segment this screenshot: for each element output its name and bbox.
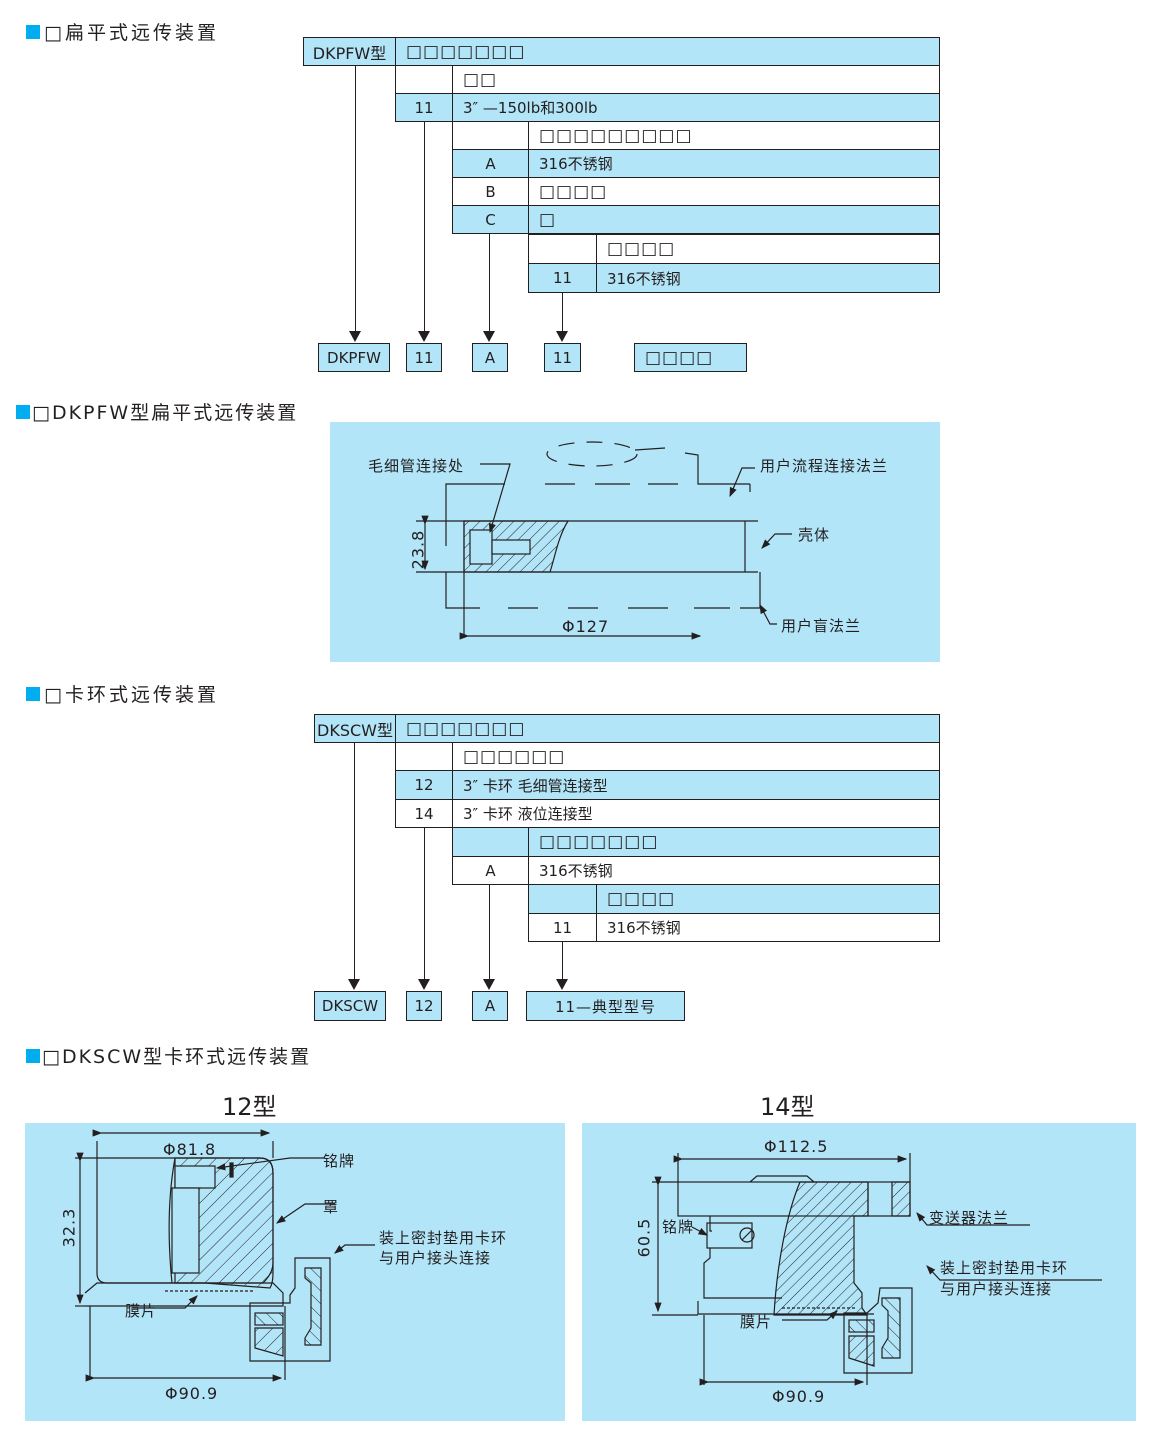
connector-line — [424, 828, 425, 980]
result-box: 11 — [544, 343, 581, 372]
arrow-down-icon — [556, 331, 568, 342]
label-height: 60.5 — [634, 1217, 654, 1258]
label-process-flange: 用户流程连接法兰 — [760, 457, 889, 475]
text-cell: 316不锈钢 — [528, 149, 940, 178]
connector-line — [355, 66, 356, 332]
dkpfw-drawing-panel: 毛细管连接处 用户流程连接法兰 壳体 用户盲法兰 23.8 Φ127 — [330, 422, 940, 662]
label-clamp-line2: 与用户接头连接 — [379, 1249, 492, 1267]
label-dia-top: Φ112.5 — [764, 1137, 829, 1156]
label-height: 23.8 — [408, 529, 428, 570]
result-box: 11 — [406, 343, 442, 372]
label-dia-top: Φ81.8 — [163, 1140, 217, 1159]
label-blind-flange: 用户盲法兰 — [781, 617, 862, 635]
text-cell: 316不锈钢 — [596, 913, 940, 942]
text-cell: □□□□□□□ — [528, 827, 940, 857]
label-diaphragm: 膜片 — [125, 1302, 158, 1320]
connector-line — [489, 234, 490, 332]
type14-title: 14型 — [760, 1093, 815, 1121]
code-cell: B — [452, 177, 529, 206]
label-clamp-line1: 装上密封垫用卡环 — [379, 1229, 508, 1247]
arrow-down-icon — [418, 979, 430, 990]
code-cell: 11 — [528, 913, 597, 942]
bullet-square-icon — [26, 686, 40, 701]
text-cell: 3″ —150lb和300lb — [452, 93, 940, 122]
code-cell — [452, 121, 529, 150]
text-cell: 316不锈钢 — [528, 856, 940, 885]
code-cell: A — [452, 856, 529, 885]
type12-drawing — [75, 1129, 375, 1382]
code-cell: 11 — [528, 263, 597, 293]
code-cell: 12 — [395, 770, 453, 800]
code-cell — [452, 827, 529, 857]
type12-title: 12型 — [222, 1093, 277, 1121]
text-cell: □□□□ — [596, 884, 940, 914]
text-cell: □ — [528, 205, 940, 234]
arrow-down-icon — [556, 979, 568, 990]
text-cell: □□□□□□□□□ — [528, 121, 940, 150]
code-cell — [395, 65, 453, 94]
result-box: A — [472, 991, 508, 1021]
arrow-down-icon — [348, 979, 360, 990]
model-cell: DKPFW型 — [303, 37, 396, 66]
header-cell: □□□□□□□ — [395, 37, 940, 66]
code-cell: C — [452, 205, 529, 234]
section4-heading: □DKSCW型卡环式远传装置 — [26, 1042, 311, 1069]
text-cell: □□ — [452, 65, 940, 94]
label-diameter: Φ127 — [562, 617, 610, 636]
code-cell — [395, 742, 453, 771]
section1-heading: □扁平式远传装置 — [26, 18, 219, 45]
bullet-square-icon — [26, 24, 40, 39]
connector-line — [562, 293, 563, 332]
connector-line — [354, 743, 355, 980]
label-height: 32.3 — [59, 1207, 79, 1248]
text-cell: 3″ 卡环 毛细管连接型 — [452, 770, 940, 800]
section3-heading: □卡环式远传装置 — [26, 680, 219, 707]
bullet-square-icon — [16, 404, 30, 419]
label-clamp-line2: 与用户接头连接 — [940, 1280, 1053, 1298]
arrow-down-icon — [418, 331, 430, 342]
label-clamp-line1: 装上密封垫用卡环 — [940, 1259, 1069, 1277]
connector-line — [489, 885, 490, 980]
label-dia-bottom: Φ90.9 — [772, 1387, 826, 1406]
label-nameplate: 铭牌 — [662, 1218, 695, 1236]
label-nameplate: 铭牌 — [323, 1152, 356, 1170]
label-capillary: 毛细管连接处 — [368, 457, 465, 475]
model-cell: DKSCW型 — [314, 714, 396, 743]
bullet-square-icon — [26, 1048, 40, 1063]
label-cover: 罩 — [323, 1198, 340, 1216]
label-flange: 变送器法兰 — [929, 1209, 1010, 1227]
section2-heading: □DKPFW型扁平式远传装置 — [16, 398, 298, 425]
result-box: 11—典型型号 — [526, 991, 685, 1021]
result-box: □□□□ — [634, 343, 747, 372]
arrow-down-icon — [483, 331, 495, 342]
dkpfw-drawing — [416, 441, 792, 640]
type12-drawing-panel: Φ81.8 32.3 铭牌 罩 装上密封垫用卡环 与用户接头连接 膜片 Φ90.… — [25, 1123, 565, 1421]
connector-line — [424, 122, 425, 332]
result-box: A — [472, 343, 508, 372]
code-cell — [528, 234, 597, 264]
text-cell: 316不锈钢 — [596, 263, 940, 293]
result-box: DKSCW — [314, 991, 386, 1021]
text-cell: □□□□□□ — [452, 742, 940, 771]
result-box: DKPFW — [318, 343, 390, 372]
code-cell — [528, 884, 597, 914]
header-cell: □□□□□□□ — [395, 714, 940, 743]
code-cell: 11 — [395, 93, 453, 122]
arrow-down-icon — [483, 979, 495, 990]
arrow-down-icon — [349, 331, 361, 342]
label-diaphragm: 膜片 — [740, 1313, 773, 1331]
label-housing: 壳体 — [798, 526, 831, 544]
code-cell: 14 — [395, 799, 453, 828]
text-cell: □□□□ — [528, 177, 940, 206]
text-cell: 3″ 卡环 液位连接型 — [452, 799, 940, 828]
text-cell: □□□□ — [596, 234, 940, 264]
result-box: 12 — [406, 991, 442, 1021]
label-dia-bottom: Φ90.9 — [165, 1384, 219, 1403]
type14-drawing — [652, 1153, 1102, 1386]
connector-line — [562, 942, 563, 980]
type14-drawing-panel: Φ112.5 60.5 铭牌 变送器法兰 装上密封垫用卡环 与用户接头连接 膜片… — [582, 1123, 1136, 1421]
code-cell: A — [452, 149, 529, 178]
